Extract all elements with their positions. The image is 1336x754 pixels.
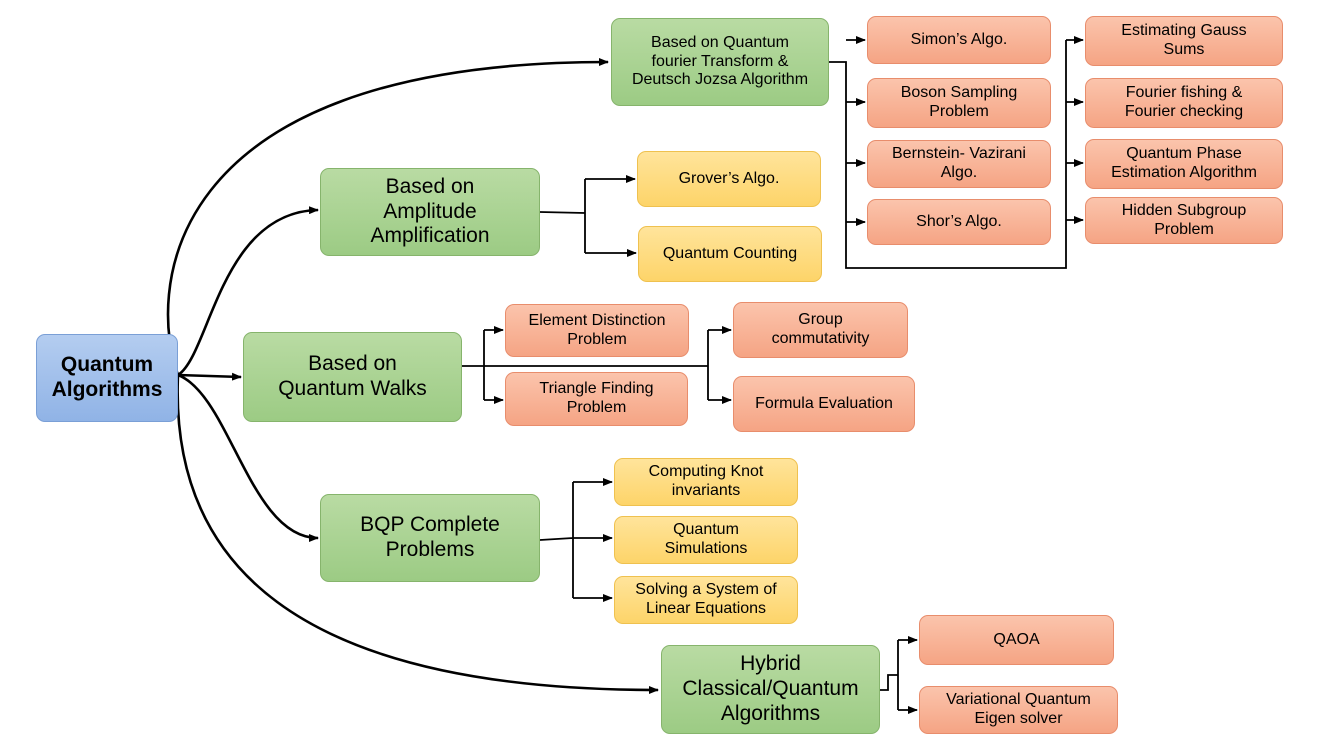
category-quantum-walks: Based on Quantum Walks bbox=[243, 332, 462, 422]
leaf-label: Quantum Phase Estimation Algorithm bbox=[1111, 145, 1257, 181]
category-label: Based on Quantum Walks bbox=[278, 352, 427, 400]
category-hybrid-classical-quantum: Hybrid Classical/Quantum Algorithms bbox=[661, 645, 880, 734]
leaf-grovers-algo: Grover’s Algo. bbox=[637, 151, 821, 207]
category-qft-deutsch-jozsa: Based on Quantum fourier Transform & Deu… bbox=[611, 18, 829, 106]
leaf-quantum-simulations: Quantum Simulations bbox=[614, 516, 798, 564]
leaf-linear-equations: Solving a System of Linear Equations bbox=[614, 576, 798, 624]
category-label: Based on Quantum fourier Transform & Deu… bbox=[631, 33, 809, 89]
leaf-formula-evaluation: Formula Evaluation bbox=[733, 376, 915, 432]
leaf-label: Group commutativity bbox=[771, 311, 870, 347]
leaf-label: QAOA bbox=[993, 630, 1040, 648]
connector-root-amplitude bbox=[177, 206, 319, 377]
leaf-label: Hidden Subgroup Problem bbox=[1121, 201, 1247, 238]
connector-root-bqp bbox=[177, 373, 319, 542]
category-label: Hybrid Classical/Quantum Algorithms bbox=[682, 652, 859, 725]
leaf-label: Quantum Simulations bbox=[664, 521, 748, 557]
leaf-shors-algo: Shor’s Algo. bbox=[867, 199, 1051, 245]
leaf-label: Boson Sampling Problem bbox=[900, 84, 1018, 120]
root-label: Quantum Algorithms bbox=[51, 353, 163, 401]
leaf-element-distinction: Element Distinction Problem bbox=[505, 304, 689, 357]
leaf-group-commutativity: Group commutativity bbox=[733, 302, 908, 358]
category-label: Based on Amplitude Amplification bbox=[370, 174, 490, 248]
leaf-qaoa: QAOA bbox=[919, 615, 1114, 665]
connector-walks-trunk bbox=[462, 330, 709, 400]
leaf-bernstein-vazirani: Bernstein- Vazirani Algo. bbox=[867, 140, 1051, 188]
root-node-quantum-algorithms: Quantum Algorithms bbox=[36, 334, 178, 422]
leaf-label: Formula Evaluation bbox=[755, 394, 893, 412]
leaf-boson-sampling: Boson Sampling Problem bbox=[867, 78, 1051, 128]
leaf-fourier-fishing: Fourier fishing & Fourier checking bbox=[1085, 78, 1283, 128]
category-label: BQP Complete Problems bbox=[360, 513, 500, 561]
connector-root-hybrid bbox=[176, 374, 659, 694]
leaf-variational-quantum-eigensolver: Variational Quantum Eigen solver bbox=[919, 686, 1118, 734]
connector-bqp-trunk bbox=[539, 482, 574, 598]
leaf-quantum-counting: Quantum Counting bbox=[638, 226, 822, 282]
connector-amplitude-trunk bbox=[539, 179, 586, 253]
leaf-label: Bernstein- Vazirani Algo. bbox=[892, 145, 1026, 181]
leaf-label: Simon’s Algo. bbox=[910, 30, 1008, 48]
leaf-label: Fourier fishing & Fourier checking bbox=[1124, 84, 1244, 120]
category-bqp-complete-problems: BQP Complete Problems bbox=[320, 494, 540, 582]
leaf-label: Shor’s Algo. bbox=[916, 212, 1002, 230]
leaf-label: Grover’s Algo. bbox=[678, 169, 780, 187]
connector-qft-trunk bbox=[829, 40, 1067, 269]
leaf-label: Solving a System of Linear Equations bbox=[635, 581, 777, 617]
leaf-simons-algo: Simon’s Algo. bbox=[867, 16, 1051, 64]
leaf-label: Triangle Finding Problem bbox=[539, 380, 654, 416]
leaf-label: Variational Quantum Eigen solver bbox=[946, 691, 1091, 727]
leaf-estimating-gauss-sums: Estimating Gauss Sums bbox=[1085, 16, 1283, 66]
leaf-triangle-finding: Triangle Finding Problem bbox=[505, 372, 688, 426]
category-amplitude-amplification: Based on Amplitude Amplification bbox=[320, 168, 540, 256]
leaf-label: Computing Knot invariants bbox=[648, 463, 764, 499]
leaf-label: Element Distinction Problem bbox=[528, 311, 666, 348]
leaf-quantum-phase-estimation: Quantum Phase Estimation Algorithm bbox=[1085, 139, 1283, 189]
leaf-hidden-subgroup: Hidden Subgroup Problem bbox=[1085, 197, 1283, 244]
leaf-label: Quantum Counting bbox=[662, 244, 798, 262]
leaf-computing-knot-invariants: Computing Knot invariants bbox=[614, 458, 798, 506]
connector-root-walks bbox=[177, 372, 242, 381]
connector-hybrid-trunk bbox=[880, 640, 899, 710]
leaf-label: Estimating Gauss Sums bbox=[1121, 22, 1247, 58]
